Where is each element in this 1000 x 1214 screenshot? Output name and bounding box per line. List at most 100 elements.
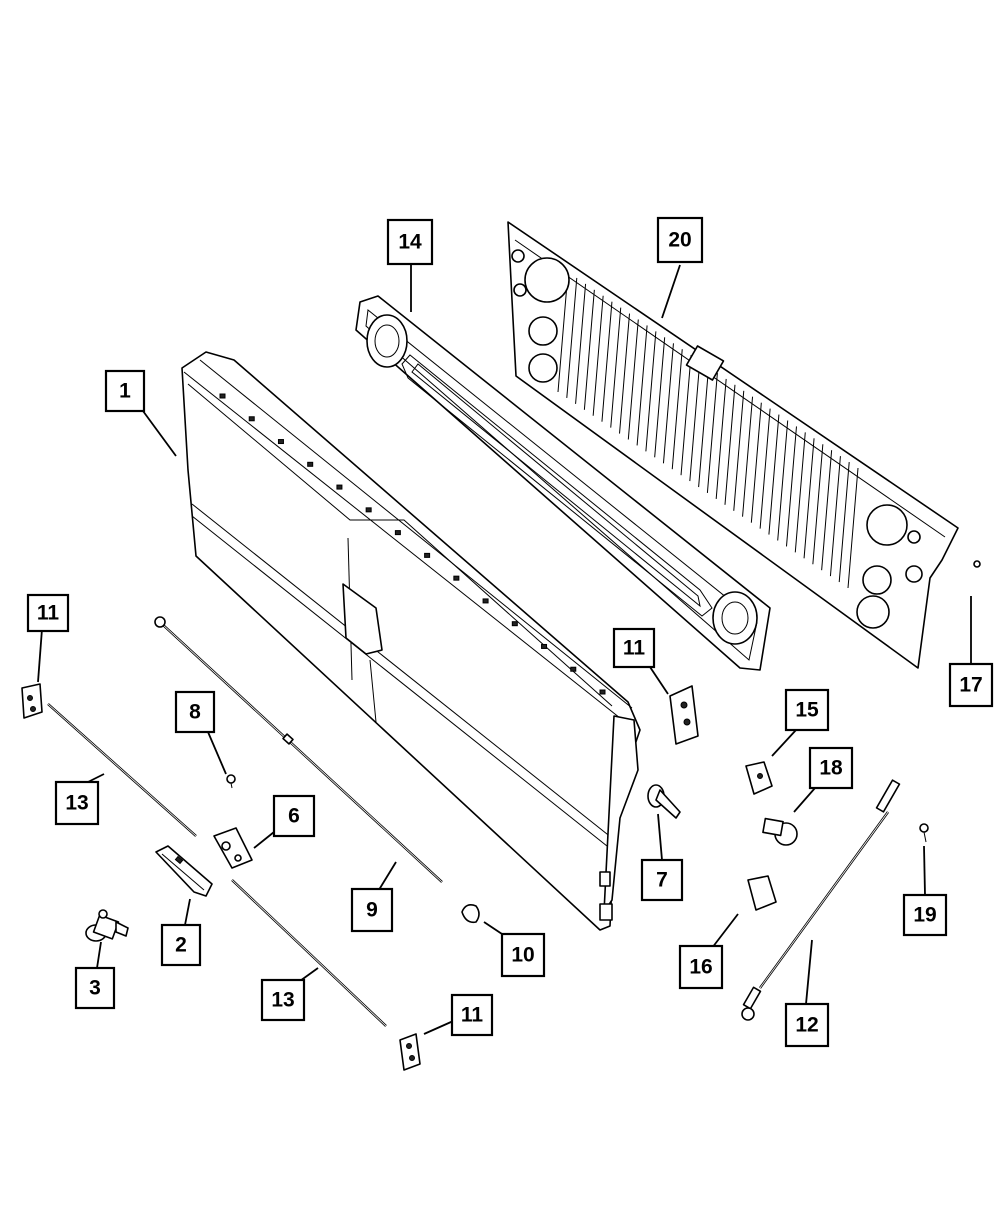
panel-rib: [680, 355, 692, 476]
panel-rib: [566, 277, 578, 398]
svg-text:11: 11: [623, 637, 646, 660]
callout-13-right: 13: [260, 978, 306, 1022]
latch-right-upper: [669, 685, 699, 745]
clip-hole: [424, 552, 431, 558]
pivot-bushing: [762, 817, 798, 846]
callout-11-left: 11: [26, 593, 70, 633]
svg-text:11: 11: [461, 1004, 484, 1027]
callout-9: 9: [350, 887, 394, 933]
panel-rib: [829, 456, 841, 577]
pivot-bracket-lower: [747, 875, 777, 911]
clip-hole: [511, 621, 518, 627]
panel-rib: [575, 283, 587, 404]
svg-text:6: 6: [288, 805, 300, 828]
pivot-bolt: [647, 784, 681, 819]
svg-text:18: 18: [819, 757, 843, 780]
panel-rib: [803, 438, 815, 559]
svg-text:20: 20: [668, 229, 691, 252]
panel-rib: [812, 444, 824, 565]
panel-rib: [821, 450, 833, 571]
latch-rod-left: [47, 703, 197, 837]
panel-rib: [742, 396, 754, 517]
callout-1: 1: [104, 369, 146, 413]
callout-8: 8: [174, 690, 216, 734]
callout-3: 3: [74, 966, 116, 1010]
panel-rib: [583, 289, 595, 410]
screw-small: [973, 560, 981, 568]
panel-rib: [768, 414, 780, 535]
clip-hole: [599, 689, 606, 695]
svg-text:9: 9: [366, 899, 378, 922]
rod-bushing: [461, 904, 480, 924]
support-cable: [741, 779, 901, 1021]
svg-text:3: 3: [89, 977, 101, 1000]
svg-text:12: 12: [795, 1014, 818, 1037]
push-clip: [226, 774, 236, 789]
panel-rib: [847, 467, 859, 589]
panel-rib: [724, 384, 736, 505]
callout-11-bottom: 11: [450, 993, 494, 1037]
panel-rib: [592, 295, 604, 416]
tailgate-handle: [155, 845, 213, 897]
clip-hole: [336, 484, 343, 490]
panel-rib: [645, 331, 657, 452]
clip-hole: [219, 393, 226, 399]
svg-text:11: 11: [37, 602, 60, 625]
clip-hole: [248, 416, 255, 422]
panel-rib: [706, 372, 718, 494]
svg-text:15: 15: [795, 699, 819, 722]
svg-text:19: 19: [913, 904, 936, 927]
callout-12: 12: [784, 1002, 830, 1048]
panel-rib: [759, 408, 771, 529]
leader-lines: [37, 264, 972, 1035]
panel-rib: [777, 420, 789, 541]
pivot-bracket: [745, 761, 773, 795]
panel-ribs: [557, 271, 859, 589]
callout-19: 19: [902, 893, 948, 937]
callout-6: 6: [272, 794, 316, 838]
shell-clip-holes: [219, 393, 606, 695]
clip-hole: [541, 643, 548, 649]
clip-hole: [307, 461, 314, 467]
svg-text:16: 16: [689, 956, 712, 979]
latch-right-lower: [399, 1033, 421, 1071]
svg-text:1: 1: [119, 380, 131, 403]
bolt: [919, 823, 929, 843]
panel-rib: [750, 402, 762, 523]
callout-15: 15: [784, 688, 830, 732]
clip-hole: [277, 439, 284, 445]
panel-rib: [698, 366, 710, 488]
torsion-rod: [154, 616, 443, 883]
lock-cylinder: [85, 909, 129, 942]
tailgate-shell: [181, 351, 641, 931]
callout-16: 16: [678, 944, 724, 990]
panel-rib: [610, 307, 622, 428]
svg-text:10: 10: [511, 944, 534, 967]
svg-text:17: 17: [959, 674, 982, 697]
clip-hole: [482, 598, 489, 604]
clip-hole: [453, 575, 460, 581]
panel-rib: [838, 462, 850, 583]
callout-18: 18: [808, 746, 854, 790]
callout-7: 7: [640, 858, 684, 902]
callout-11-right: 11: [612, 627, 656, 669]
callout-14: 14: [386, 218, 434, 266]
svg-text:8: 8: [189, 701, 201, 724]
callout-13-left: 13: [54, 780, 100, 826]
latch-left: [21, 683, 43, 719]
panel-rib: [794, 432, 806, 553]
svg-text:2: 2: [175, 934, 187, 957]
svg-text:13: 13: [271, 989, 294, 1012]
panel-rib: [785, 426, 797, 547]
clip-hole: [394, 530, 401, 536]
panel-rib: [627, 319, 639, 440]
latch-control: [213, 827, 253, 869]
callout-2: 2: [160, 923, 202, 967]
panel-rib: [601, 301, 613, 422]
panel-rib: [733, 390, 745, 511]
panel-rib: [662, 343, 674, 464]
callout-17: 17: [948, 662, 994, 708]
panel-rib: [715, 378, 727, 499]
panel-rib: [636, 325, 648, 446]
